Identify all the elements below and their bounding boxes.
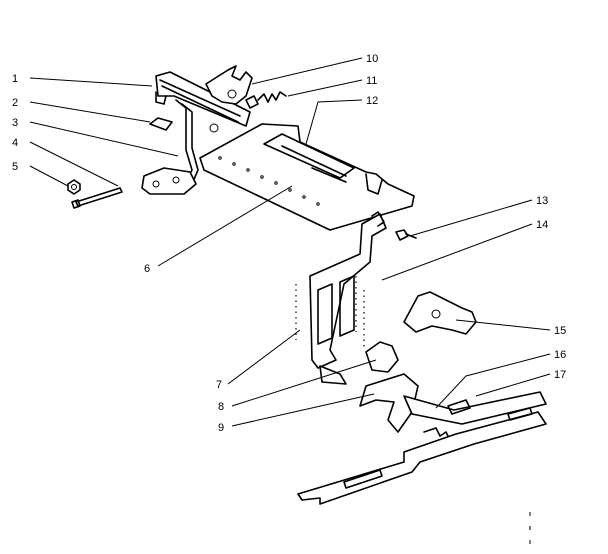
bottom-slide-rod-17 [297,407,547,505]
callout-14: 14 [536,219,548,231]
callout-7: 7 [216,379,222,391]
callout-6: 6 [144,263,150,275]
spring-part [245,91,287,109]
callout-9: 9 [218,422,224,434]
callout-5: 5 [12,161,18,173]
callout-11: 11 [366,75,377,87]
callout-4: 4 [12,137,18,149]
callout-12: 12 [366,95,378,107]
callout-numbers: 1 2 3 4 5 6 7 8 9 10 11 12 13 14 15 16 1… [12,53,566,434]
small-lever [403,291,477,335]
leader-lines [29,57,551,427]
callout-16: 16 [554,349,566,361]
bottom-slide-rod-16 [403,391,547,441]
latch-part [205,65,253,105]
callout-2: 2 [12,97,18,109]
callout-13: 13 [536,195,548,207]
vertical-bracket [295,211,387,385]
callout-3: 3 [12,117,18,129]
callout-10: 10 [366,53,378,65]
screw-and-nut [67,179,123,209]
callout-8: 8 [218,401,224,413]
bell-crank [359,341,419,433]
top-lever-assembly [141,71,251,195]
callout-15: 15 [554,325,566,337]
callout-1: 1 [12,73,18,85]
main-plate [199,123,415,231]
callout-17: 17 [554,369,566,381]
